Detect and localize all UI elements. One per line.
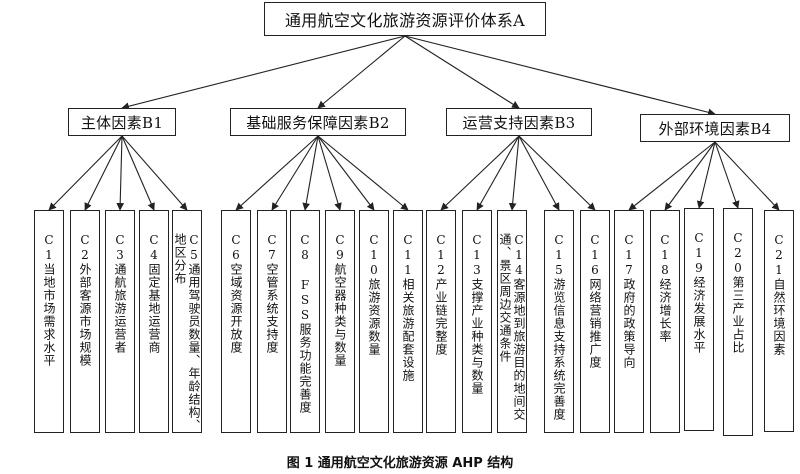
indicator-node-c11: C11相关旅游配套设施	[393, 210, 423, 433]
arrow-b2-to-c6	[235, 135, 319, 211]
arrow-b3-to-c15	[518, 135, 560, 211]
indicator-label: C15游览信息支持系统完善度	[552, 233, 566, 421]
root-label: 通用航空文化旅游资源评价体系A	[284, 11, 526, 30]
criterion-node-b2: 基础服务保障因素B2	[230, 108, 406, 136]
arrow-root-to-b2	[317, 35, 406, 109]
indicator-node-c16: C16网络营销推广度	[580, 210, 610, 433]
arrow-b4-to-c19	[696, 141, 716, 209]
indicator-label: C7空管系统支持度	[265, 233, 279, 354]
arrow-b1-to-c2	[84, 135, 123, 211]
indicator-node-c12: C12产业链完整度	[426, 210, 456, 433]
arrow-root-to-b1	[121, 35, 406, 111]
indicator-label: C6空域资源开放度	[229, 233, 243, 354]
figure-caption: 图 1 通用航空文化旅游资源 AHP 结构	[286, 456, 514, 471]
arrow-b2-to-c8	[302, 135, 319, 211]
arrow-root-to-b3	[404, 35, 520, 109]
arrow-b2-to-c10	[317, 135, 375, 211]
indicator-node-c3: C3通航旅游运营者	[105, 210, 135, 433]
criterion-node-b4: 外部环境因素B4	[640, 114, 790, 142]
indicator-label: C17政府的政策导向	[622, 233, 636, 369]
root-node: 通用航空文化旅游资源评价体系A	[264, 2, 546, 36]
indicator-label: C20第三产业占比	[731, 231, 745, 354]
criterion-label: 主体因素B1	[80, 113, 164, 132]
criterion-label: 外部环境因素B4	[658, 119, 772, 138]
indicator-label: C14客源地到旅游目的地间交通、景区周边交通条件	[498, 233, 526, 421]
indicator-node-c14: C14客源地到旅游目的地间交通、景区周边交通条件	[497, 210, 527, 433]
indicator-node-c13: C13支撑产业种类与数量	[462, 210, 492, 433]
indicator-node-c8: C8 FSS服务功能完善度	[290, 210, 320, 433]
indicator-label: C21自然环境因素	[772, 233, 786, 356]
arrow-b2-to-c9	[317, 135, 342, 211]
indicator-label: C8 FSS服务功能完善度	[298, 233, 312, 414]
indicator-node-c1: C1当地市场需求水平	[34, 210, 64, 433]
indicator-node-c17: C17政府的政策导向	[614, 210, 644, 433]
indicator-node-c10: C10旅游资源数量	[359, 210, 389, 433]
indicator-label: C13支撑产业种类与数量	[470, 233, 484, 395]
indicator-node-c19: C19经济发展水平	[684, 208, 714, 431]
arrow-b3-to-c14	[508, 135, 520, 211]
criterion-node-b3: 运营支持因素B3	[446, 108, 592, 136]
arrow-b4-to-c21	[714, 141, 780, 211]
indicator-node-c6: C6空域资源开放度	[221, 210, 251, 433]
indicator-label: C18经济增长率	[658, 233, 672, 343]
indicator-label: C11相关旅游配套设施	[401, 233, 415, 382]
indicator-label: C19经济发展水平	[692, 231, 706, 354]
indicator-node-c18: C18经济增长率	[650, 210, 680, 433]
indicator-node-c15: C15游览信息支持系统完善度	[544, 210, 574, 433]
arrow-b2-to-c7	[271, 135, 319, 211]
indicator-node-c21: C21自然环境因素	[764, 210, 794, 432]
arrow-b4-to-c18	[664, 141, 716, 211]
indicator-label: C12产业链完整度	[434, 233, 448, 356]
criterion-label: 基础服务保障因素B2	[246, 113, 390, 132]
arrow-b4-to-c17	[628, 141, 716, 211]
indicator-label: C10旅游资源数量	[367, 233, 381, 356]
arrow-b3-to-c16	[518, 135, 596, 211]
indicator-label: C9航空器种类与数量	[333, 233, 347, 367]
arrow-b1-to-c4	[121, 135, 155, 211]
criterion-label: 运营支持因素B3	[462, 113, 576, 132]
indicator-label: C3通航旅游运营者	[113, 233, 127, 354]
arrow-root-to-b4	[404, 35, 716, 117]
indicator-label: C16网络营销推广度	[588, 233, 602, 369]
criterion-node-b1: 主体因素B1	[68, 108, 176, 136]
arrow-b4-to-c20	[714, 141, 740, 209]
indicator-node-c4: C4固定基地运营商	[139, 210, 169, 433]
indicator-label: C5通用驾驶员数量、年龄结构、地区分布	[173, 233, 201, 432]
indicator-node-c20: C20第三产业占比	[723, 208, 753, 436]
arrow-b1-to-c5	[121, 135, 188, 211]
indicator-label: C2外部客源市场规模	[78, 233, 92, 367]
arrow-b1-to-c3	[116, 135, 125, 211]
indicator-node-c5: C5通用驾驶员数量、年龄结构、地区分布	[172, 210, 202, 433]
arrow-b3-to-c12	[440, 135, 520, 211]
arrow-b1-to-c1	[48, 135, 123, 211]
indicator-label: C4固定基地运营商	[147, 233, 161, 354]
arrow-b2-to-c11	[317, 135, 409, 211]
indicator-label: C1当地市场需求水平	[42, 233, 56, 367]
indicator-node-c7: C7空管系统支持度	[257, 210, 287, 433]
indicator-node-c9: C9航空器种类与数量	[325, 210, 355, 433]
indicator-node-c2: C2外部客源市场规模	[70, 210, 100, 433]
arrow-b3-to-c13	[476, 135, 520, 211]
